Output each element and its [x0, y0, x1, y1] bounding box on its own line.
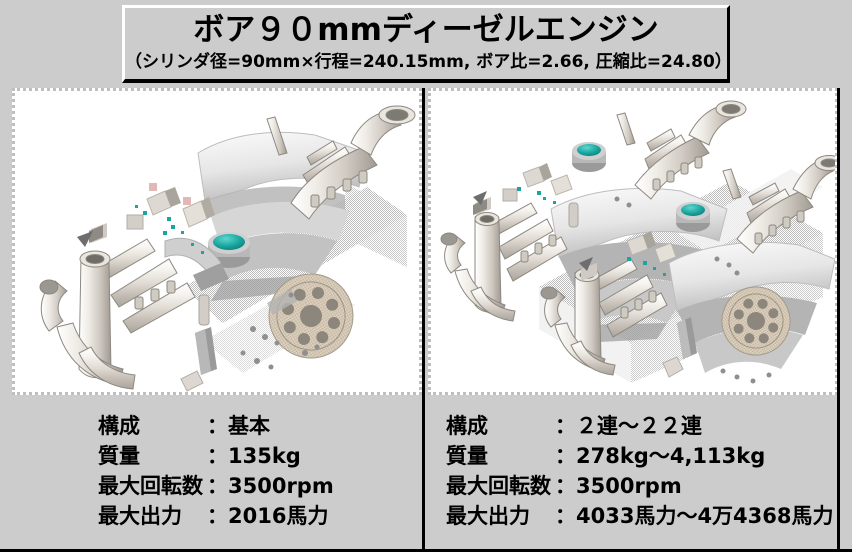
spec-colon: ：: [207, 474, 228, 498]
panel-multi-engine: 構成 ： ２連〜２２連 質量 ： 278kg〜4,113kg 最大回転数 ： 3…: [428, 88, 838, 546]
oil-filler-cap-icon: [208, 232, 250, 268]
right-edge-rule: [837, 88, 840, 549]
spec-row: 質量 ： 278kg〜4,113kg: [446, 441, 834, 471]
spec-row: 最大回転数 ： 3500rpm: [98, 471, 334, 501]
spec-label: 質量: [98, 444, 140, 468]
spec-colon: ：: [555, 414, 576, 438]
spec-row: 質量 ： 135kg: [98, 441, 334, 471]
spec-label: 最大回転数: [446, 474, 551, 498]
spec-label: 構成: [446, 414, 488, 438]
spec-label: 最大出力: [446, 504, 530, 528]
flywheel: [721, 286, 791, 356]
spec-label: 質量: [446, 444, 488, 468]
spec-colon: ：: [555, 444, 576, 468]
spec-colon: ：: [207, 504, 228, 528]
spec-colon: ：: [555, 504, 576, 528]
spec-row: 構成 ： ２連〜２２連: [446, 411, 834, 441]
panel-basic-engine: 構成 ： 基本 質量 ： 135kg 最大回転数 ： 3500rpm: [12, 88, 422, 546]
spec-table: 構成 ： 基本 質量 ： 135kg 最大回転数 ： 3500rpm: [98, 411, 334, 531]
engine-image-viewport-right: [428, 88, 838, 395]
oil-filler-cap-icon: [676, 202, 710, 232]
spec-row: 最大出力 ： 2016馬力: [98, 501, 334, 531]
spec-table: 構成 ： ２連〜２２連 質量 ： 278kg〜4,113kg 最大回転数 ： 3…: [446, 411, 834, 531]
spec-value: 基本: [228, 414, 270, 438]
spec-value: 135kg: [228, 444, 301, 468]
spec-row: 最大回転数 ： 3500rpm: [446, 471, 834, 501]
spec-value: ２連〜２２連: [576, 414, 702, 438]
engine-render-twin: [431, 91, 835, 392]
engine-render-single: [15, 91, 419, 392]
spec-value: 3500rpm: [228, 474, 334, 498]
spec-value: 3500rpm: [576, 474, 682, 498]
spec-value: 2016馬力: [228, 504, 329, 528]
page-subtitle: （シリンダ径=90mm×行程=240.15mm, ボア比=2.66, 圧縮比=2…: [125, 52, 730, 72]
spec-colon: ：: [555, 474, 576, 498]
spec-row: 構成 ： 基本: [98, 411, 334, 441]
spec-list-multi: 構成 ： ２連〜２２連 質量 ： 278kg〜4,113kg 最大回転数 ： 3…: [428, 395, 838, 546]
page-title: ボア９０mmディーゼルエンジン: [193, 12, 659, 48]
spec-value: 4033馬力〜4万4368馬力: [576, 504, 834, 528]
spec-label: 最大回転数: [98, 474, 203, 498]
panel-divider: [422, 88, 425, 549]
spec-row: 最大出力 ： 4033馬力〜4万4368馬力: [446, 501, 834, 531]
spec-list-basic: 構成 ： 基本 質量 ： 135kg 最大回転数 ： 3500rpm: [12, 395, 422, 546]
spec-label: 構成: [98, 414, 140, 438]
spec-colon: ：: [207, 414, 228, 438]
title-box: ボア９０mmディーゼルエンジン （シリンダ径=90mm×行程=240.15mm,…: [122, 5, 730, 83]
spec-value: 278kg〜4,113kg: [576, 444, 766, 468]
spec-label: 最大出力: [98, 504, 182, 528]
engine-image-viewport-left: [12, 88, 422, 395]
spec-colon: ：: [207, 444, 228, 468]
oil-filler-cap-icon: [572, 142, 606, 172]
